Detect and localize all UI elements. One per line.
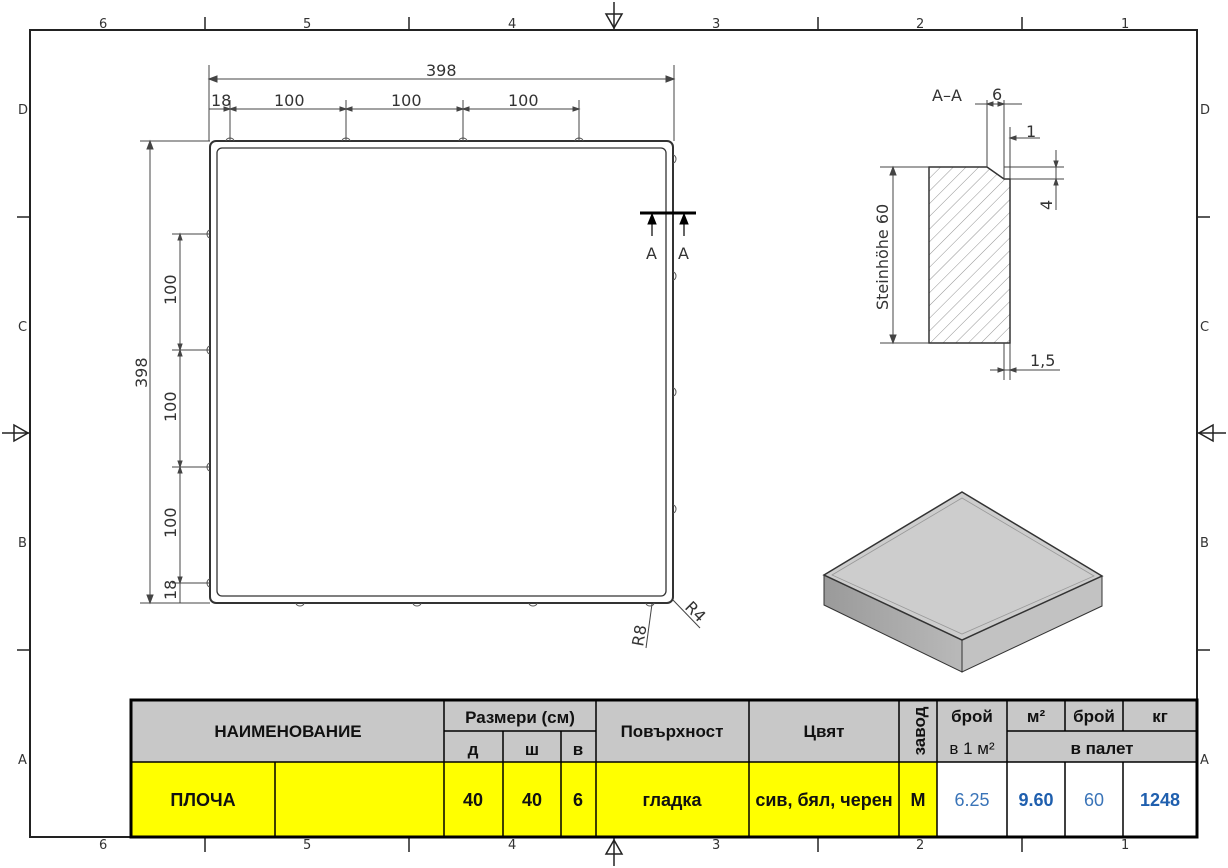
zone-row-left-A: A — [18, 753, 27, 768]
section-label-right: A — [678, 244, 689, 263]
zone-row-right-D: D — [1200, 103, 1210, 118]
header-length: д — [468, 740, 479, 759]
radius-leaders — [645, 599, 701, 649]
zone-row-left-D: D — [18, 103, 28, 118]
dim-top-edge: 18 — [211, 91, 231, 110]
header-plant: завод — [910, 706, 929, 755]
plan-view: 398 18 100 100 100 398 100 100 100 18 A — [132, 61, 710, 649]
dim-left-spacing-2: 100 — [161, 391, 180, 422]
spacer-nubs — [206, 137, 677, 607]
zone-row-right-B: B — [1200, 536, 1209, 551]
radius-inner: R4 — [681, 597, 709, 625]
header-count: брой — [951, 707, 993, 726]
section-bottom-gap: 1,5 — [1030, 351, 1055, 370]
dim-left-spacing-3: 100 — [161, 507, 180, 538]
isometric-slab — [822, 491, 1104, 673]
zone-col-bottom-2: 2 — [916, 838, 924, 853]
zone-col-bottom-6: 6 — [99, 838, 107, 853]
section-stone-height: Steinhöhe 60 — [873, 204, 892, 310]
zone-col-bottom-5: 5 — [303, 838, 311, 853]
section-chamfer-height: 4 — [1037, 200, 1056, 210]
section-profile — [928, 166, 1011, 344]
left-dimensions — [140, 139, 210, 605]
row-height: 6 — [573, 790, 583, 810]
row-width: 40 — [522, 790, 542, 810]
zone-col-bottom-1: 1 — [1121, 838, 1129, 853]
section-chamfer-width: 1 — [1026, 122, 1036, 141]
header-m2: м² — [1027, 707, 1046, 726]
zone-col-top-2: 2 — [916, 17, 924, 32]
header-color: Цвят — [804, 722, 845, 741]
header-count-pallet: брой — [1073, 707, 1115, 726]
header-per-m2: в 1 м² — [949, 739, 995, 758]
row-name: ПЛОЧА — [170, 790, 235, 810]
row-surface: гладка — [643, 790, 703, 810]
zone-col-top-3: 3 — [712, 17, 720, 32]
dim-top-spacing-2: 100 — [391, 91, 422, 110]
header-dims: Размери (см) — [465, 708, 575, 727]
dim-left-spacing-1: 100 — [161, 274, 180, 305]
row-length: 40 — [463, 790, 483, 810]
spec-table: НАИМЕНОВАНИЕ Размери (см) д ш в Повърхно… — [129, 698, 1199, 839]
row-plant: М — [911, 790, 926, 810]
section-view: A–A 6 1 4 Steinhöhe 60 1,5 — [873, 85, 1064, 380]
row-count-pallet: 60 — [1084, 790, 1104, 810]
header-height: в — [573, 740, 583, 759]
zone-col-top-5: 5 — [303, 17, 311, 32]
section-title: A–A — [932, 86, 962, 105]
dim-top-spacing-1: 100 — [274, 91, 305, 110]
header-kg: кг — [1152, 707, 1168, 726]
zone-col-top-6: 6 — [99, 17, 107, 32]
section-label-left: A — [646, 244, 657, 263]
slab-outline — [209, 140, 674, 604]
header-name: НАИМЕНОВАНИЕ — [214, 722, 361, 741]
dim-overall-width: 398 — [426, 61, 457, 80]
centering-arrows — [13, 13, 1214, 855]
radius-outer: R8 — [628, 623, 650, 647]
zone-row-left-C: C — [18, 320, 27, 335]
zone-row-left-B: B — [18, 536, 27, 551]
zone-labels: 6 5 4 3 2 1 6 5 4 3 2 1 D C B A D C B A — [18, 17, 1210, 853]
zone-row-right-C: C — [1200, 320, 1209, 335]
top-dimensions — [207, 65, 676, 141]
row-m2-pallet: 9.60 — [1018, 790, 1053, 810]
dim-overall-height: 398 — [132, 357, 151, 388]
section-marker — [640, 211, 696, 236]
zone-col-bottom-3: 3 — [712, 838, 720, 853]
dim-top-spacing-3: 100 — [508, 91, 539, 110]
zone-row-right-A: A — [1200, 753, 1209, 768]
section-top-width: 6 — [992, 85, 1002, 104]
row-color: сив, бял, черен — [755, 790, 892, 810]
dim-left-edge: 18 — [161, 580, 180, 600]
zone-col-top-4: 4 — [508, 17, 516, 32]
header-surface: Повърхност — [621, 722, 724, 741]
zone-col-top-1: 1 — [1121, 17, 1129, 32]
header-width: ш — [525, 740, 539, 759]
row-per-m2: 6.25 — [954, 790, 989, 810]
row-kg-pallet: 1248 — [1140, 790, 1180, 810]
header-pallet: в палет — [1070, 739, 1133, 758]
slab-chamfer-line — [216, 147, 667, 597]
zone-col-bottom-4: 4 — [508, 838, 516, 853]
table-row-bg — [131, 762, 937, 837]
